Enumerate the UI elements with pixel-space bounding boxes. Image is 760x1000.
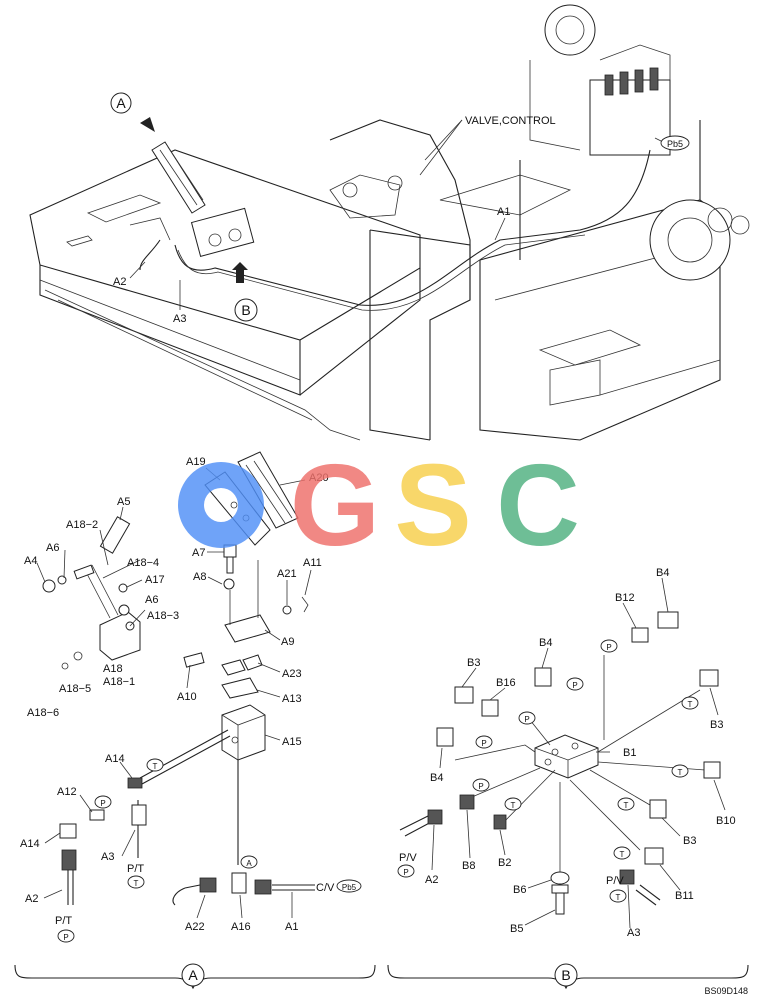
port-t2: T (134, 879, 139, 888)
section-b-circle (554, 963, 578, 987)
label-b16: B16 (496, 677, 516, 689)
label-b6: B6 (513, 884, 526, 896)
label-a10: A10 (177, 691, 197, 703)
label-b10: B10 (716, 815, 736, 827)
label-a14b: A14 (20, 838, 40, 850)
callout-a-circle (110, 92, 132, 114)
port-b-t6: T (616, 893, 621, 902)
label-b4a: B4 (656, 567, 669, 579)
port-b-p6: P (403, 868, 408, 877)
label-a7: A7 (192, 547, 205, 559)
label-b4b: B4 (539, 637, 552, 649)
port-a: A (246, 859, 252, 868)
watermark-letter-s: S (394, 440, 471, 570)
label-b2: B2 (498, 857, 511, 869)
detail-a-port-markers (57, 758, 362, 943)
drawing-code: BS09D148 (704, 986, 748, 996)
port-t1: T (153, 762, 158, 771)
callout-b-label: B (241, 302, 250, 318)
label-b3c: B3 (683, 835, 696, 847)
label-a18: A18 (103, 663, 123, 675)
label-a18-2: A18−2 (66, 519, 98, 531)
hose-a3-label: A3 (173, 313, 186, 325)
watermark-letter-g: G (290, 440, 380, 570)
section-b-bracket (387, 964, 749, 990)
label-b4c: B4 (430, 772, 443, 784)
port-b-p5: P (478, 782, 483, 791)
label-b5: B5 (510, 923, 523, 935)
label-b3b: B3 (710, 719, 723, 731)
label-a3: A3 (101, 851, 114, 863)
port-p1: P (100, 799, 105, 808)
port-b-p3: P (524, 715, 529, 724)
label-b3a: B3 (467, 657, 480, 669)
label-a12: A12 (57, 786, 77, 798)
label-a13: A13 (282, 693, 302, 705)
label-a22: A22 (185, 921, 205, 933)
label-a20: A20 (309, 472, 329, 484)
detail-b-port-markers (397, 639, 699, 903)
port-b-p2: P (572, 681, 577, 690)
section-a-bracket (14, 964, 376, 990)
label-pv1: P/V (399, 852, 417, 864)
label-a11: A11 (303, 557, 322, 569)
hose-a2-label: A2 (113, 276, 126, 288)
label-a14a: A14 (105, 753, 125, 765)
label-a18-3: A18−3 (147, 610, 179, 622)
label-a6: A6 (46, 542, 59, 554)
label-pt2: P/T (55, 915, 72, 927)
pb5-port-marker (660, 135, 690, 151)
port-b-p1: P (606, 643, 611, 652)
pb5-port-label: Pb5 (667, 139, 683, 149)
label-a2-b: A2 (425, 874, 438, 886)
label-a17: A17 (145, 574, 165, 586)
port-b-t3: T (511, 801, 516, 810)
label-b11: B11 (675, 890, 694, 902)
port-b-p4: P (481, 739, 486, 748)
label-b12: B12 (615, 592, 635, 604)
label-a18-5: A18−5 (59, 683, 91, 695)
label-pt1: P/T (127, 863, 144, 875)
label-a18-4: A18−4 (127, 557, 159, 569)
section-a-label: A (188, 967, 198, 983)
port-b-t2: T (678, 768, 683, 777)
watermark-logo: G S C (178, 440, 580, 570)
label-a16: A16 (231, 921, 251, 933)
port-b-t5: T (620, 850, 625, 859)
label-a21: A21 (277, 568, 297, 580)
label-a4: A4 (24, 555, 37, 567)
port-b-t1: T (688, 700, 693, 709)
section-a-circle (181, 963, 205, 987)
callout-b-circle (234, 298, 258, 322)
label-a1: A1 (285, 921, 298, 933)
label-a2: A2 (25, 893, 38, 905)
detail-b-parts (399, 577, 726, 929)
valve-control-label: VALVE,CONTROL (465, 115, 556, 127)
label-a6b: A6 (145, 594, 158, 606)
label-a9: A9 (281, 636, 294, 648)
hose-a1-label: A1 (497, 206, 510, 218)
label-a15: A15 (282, 736, 302, 748)
label-b1: B1 (623, 747, 636, 759)
label-cv: C/V (316, 882, 335, 894)
watermark-letter-c: C (496, 440, 580, 570)
label-a3-b: A3 (627, 927, 640, 939)
label-a18-6: A18−6 (27, 707, 59, 719)
port-b-t4: T (624, 801, 629, 810)
label-a19: A19 (186, 456, 206, 468)
label-a23: A23 (282, 668, 302, 680)
label-a18-1: A18−1 (103, 676, 135, 688)
section-b-label: B (561, 967, 570, 983)
port-pb5: Pb5 (342, 883, 357, 892)
machine-overview (29, 4, 750, 441)
label-b8: B8 (462, 860, 475, 872)
label-pv2: P/V (606, 875, 624, 887)
callout-a-label: A (116, 95, 126, 111)
label-a5: A5 (117, 496, 130, 508)
port-p2: P (63, 933, 68, 942)
label-a8: A8 (193, 571, 206, 583)
